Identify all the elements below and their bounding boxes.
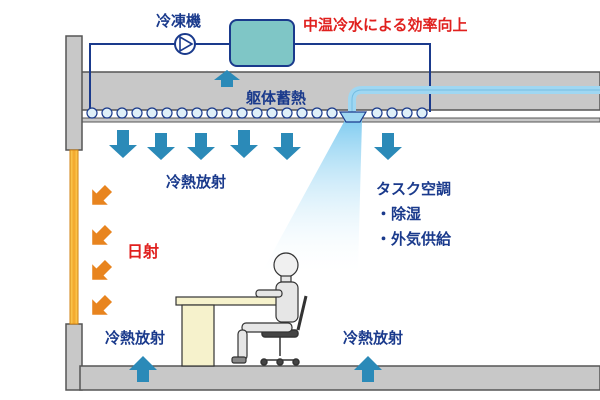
left-wall-upper (65, 35, 83, 151)
pump-arrow-icon (179, 35, 194, 53)
floor-slab (79, 365, 600, 391)
thermal-storage-label: 躯体蓄熱 (245, 89, 306, 107)
radiant-ceiling-label: 冷熱放射 (166, 173, 226, 191)
efficiency-label: 中温冷水による効率向上 (303, 16, 468, 34)
radiant-floor-label-right: 冷熱放射 (343, 329, 403, 347)
embedded-pipe-row (86, 107, 428, 119)
ceiling-underside (79, 117, 600, 123)
window-glass (69, 149, 79, 325)
task-ac-item-dehumidify: ・除湿 (376, 205, 421, 223)
chiller-label: 冷凍機 (156, 12, 201, 30)
ceiling-radiant-arrows (109, 130, 402, 160)
desk (175, 296, 281, 367)
solar-arrows (92, 184, 113, 315)
solar-label: 日射 (127, 242, 159, 261)
task-ac-item-outdoor-air: ・外気供給 (376, 230, 452, 248)
task-ac-airflow (262, 120, 362, 272)
task-ac-title: タスク空調 (376, 180, 451, 198)
task-ac-diffuser (338, 111, 368, 123)
floor-radiant-arrows (129, 356, 382, 382)
chiller-tank (229, 19, 295, 67)
seated-person (231, 252, 299, 364)
office-chair (260, 295, 308, 366)
radiant-floor-label-left: 冷熱放射 (105, 329, 165, 347)
thermal-storage-arrow (214, 70, 240, 87)
